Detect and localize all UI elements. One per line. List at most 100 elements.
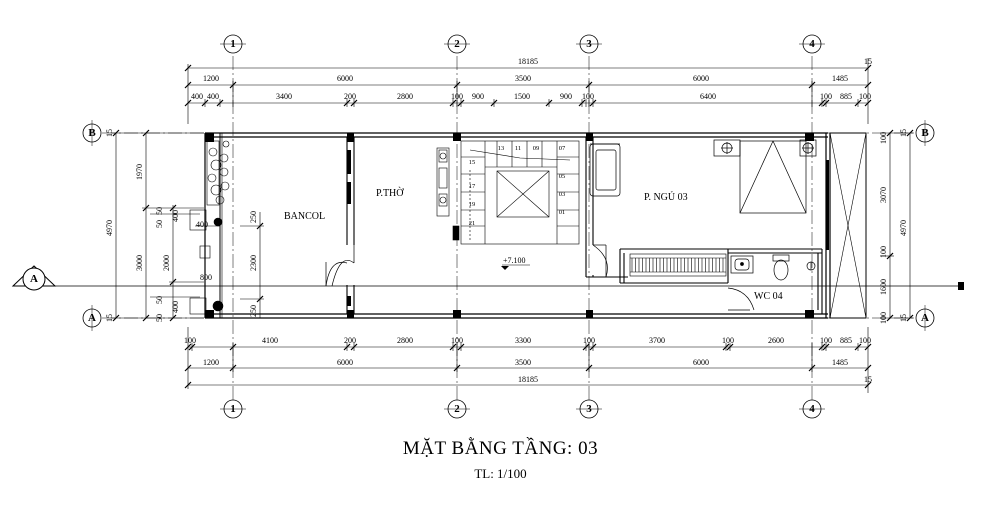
bottom-detail-dim-13: 100 [859, 336, 871, 345]
top-dimension-text: 18185 15 1200 6000 3500 6000 1485 400 40… [191, 57, 872, 101]
grid-bubble-crosshairs [91, 43, 926, 410]
bottom-detail-dim-6: 3300 [515, 336, 531, 345]
room-labels: BANCOL P.THỜ P. NGỦ 03 WC 04 +7.100 [284, 187, 783, 302]
stair-number-17: 17 [469, 183, 476, 190]
bottom-bay-dim-5: 1485 [832, 358, 848, 367]
top-bay-dim-3: 3500 [515, 74, 531, 83]
grid-bubble-labels: 1 2 3 4 1 2 3 4 B A B A [88, 38, 929, 415]
bottom-detail-dim-7: 100 [583, 336, 595, 345]
top-detail-dim-9: 900 [560, 92, 572, 101]
right-dimension-ticks [886, 129, 914, 322]
stair-number-01: 01 [559, 209, 566, 216]
grid-label-1-top: 1 [230, 38, 236, 50]
stair-number-09: 09 [533, 145, 540, 152]
bedroom-furniture [589, 139, 817, 214]
top-detail-dim-10: 100 [582, 92, 594, 101]
top-detail-dim-8: 1500 [514, 92, 530, 101]
top-detail-dim-14: 100 [859, 92, 871, 101]
room-label-p-tho: P.THỜ [376, 187, 404, 199]
left-small-dim-7: 50 [155, 314, 164, 322]
bottom-bay-dim-4: 6000 [693, 358, 709, 367]
bottom-detail-dim-2: 4100 [262, 336, 278, 345]
floor-level-marker [501, 264, 530, 270]
right-seg-dim-2: 1600 [879, 279, 888, 295]
stair-number-05: 05 [559, 173, 566, 180]
bottom-detail-dim-3: 200 [344, 336, 356, 345]
left-seg-dim-1: 1970 [135, 164, 144, 180]
left-small-dim-5: 50 [155, 220, 164, 228]
bottom-dimension-text: 100 4100 200 2800 100 3300 100 3700 100 … [184, 336, 872, 384]
left-wall-dim: 2300 [249, 255, 258, 271]
right-dimension-text: 3070 1600 4970 100 100 100 15 15 [879, 129, 908, 324]
columns [205, 133, 829, 318]
drawing-title: MẶT BẰNG TẦNG: 03 [402, 438, 599, 459]
left-end-dim-3: 250 [249, 211, 258, 223]
top-bay-dim-5: 1485 [832, 74, 848, 83]
bottom-bay-dim-3: 3500 [515, 358, 531, 367]
grid-label-1-bottom: 1 [230, 403, 236, 415]
left-dimension-ticks [112, 129, 264, 322]
top-overall-dim: 18185 [518, 57, 538, 66]
grid-label-2-bottom: 2 [454, 403, 460, 415]
grid-label-3-bottom: 3 [586, 403, 592, 415]
drawing-scale: TL: 1/100 [474, 466, 527, 481]
stair-number-07: 07 [559, 145, 566, 152]
right-small-dim-2: 100 [879, 246, 888, 258]
grid-lines [102, 56, 915, 400]
left-small-dim-3: 400 [171, 301, 180, 313]
left-inner-dim-2: 800 [200, 273, 212, 282]
floor-level-label: +7.100 [503, 256, 526, 265]
left-small-dim-1: 400 [171, 210, 180, 222]
top-detail-dim-3: 3400 [276, 92, 292, 101]
left-small-dim-2: 400 [196, 220, 208, 229]
top-detail-dim-13: 885 [840, 92, 852, 101]
stair-number-21: 21 [469, 220, 476, 227]
wc-fixtures [730, 254, 816, 281]
room-label-p-ngu: P. NGỦ 03 [644, 191, 688, 203]
right-dimension-lines [880, 132, 914, 319]
grid-label-b-left: B [88, 127, 96, 139]
bottom-detail-dim-12: 885 [840, 336, 852, 345]
grid-label-4-bottom: 4 [809, 403, 815, 415]
stair-number-03: 03 [559, 191, 566, 198]
wardrobe [629, 253, 727, 277]
bottom-overall-dim: 18185 [518, 375, 538, 384]
top-dimension-lines [187, 58, 869, 124]
top-detail-dim-6: 100 [451, 92, 463, 101]
bottom-detail-dim-4: 2800 [397, 336, 413, 345]
grid-label-a-left: A [88, 312, 96, 324]
stair-numbers: 13 11 09 07 15 05 17 03 19 01 21 [469, 145, 566, 227]
bottom-dimension-ticks [184, 343, 872, 389]
stair-number-19: 19 [469, 201, 476, 208]
right-overall-dim: 4970 [899, 220, 908, 236]
bottom-detail-dim-5: 100 [451, 336, 463, 345]
left-small-dim-4: 50 [155, 207, 164, 215]
section-marker-label: A [30, 273, 38, 285]
left-end-dim-1: 15 [105, 129, 114, 137]
stair-number-15: 15 [469, 159, 476, 166]
bottom-detail-dim-9: 100 [722, 336, 734, 345]
top-bay-dim-1: 1200 [203, 74, 219, 83]
bottom-detail-dim-11: 100 [820, 336, 832, 345]
section-marker: A [11, 265, 964, 291]
bottom-bay-dim-1: 1200 [203, 358, 219, 367]
doors [325, 244, 755, 311]
stair-number-11: 11 [515, 145, 521, 152]
right-seg-dim-1: 3070 [879, 187, 888, 203]
left-dimension-lines [112, 132, 264, 319]
bottom-detail-dim-1: 100 [184, 336, 196, 345]
staircase [460, 140, 580, 245]
left-dimension-text: 4970 1970 3000 2000 800 400 400 400 50 5… [105, 129, 258, 322]
right-end-dim-1: 15 [899, 129, 908, 137]
altar-furniture [436, 147, 460, 241]
top-detail-dim-4: 200 [344, 92, 356, 101]
top-bay-dim-2: 6000 [337, 74, 353, 83]
top-overall-end-dim: 15 [864, 57, 872, 66]
right-end-dim-2: 15 [899, 314, 908, 322]
grid-label-4-top: 4 [809, 38, 815, 50]
grid-label-3-top: 3 [586, 38, 592, 50]
grid-label-2-top: 2 [454, 38, 460, 50]
room-label-bancol: BANCOL [284, 211, 325, 222]
bottom-detail-dim-8: 3700 [649, 336, 665, 345]
top-detail-dim-7: 900 [472, 92, 484, 101]
